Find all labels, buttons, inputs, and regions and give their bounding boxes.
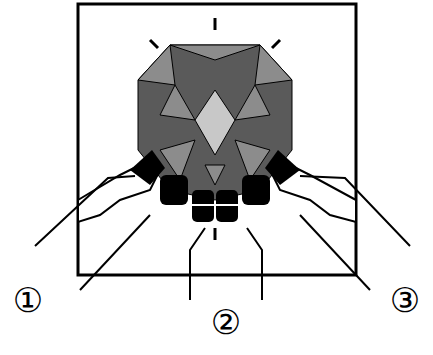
callout-number: ③ (390, 283, 420, 317)
leader-lines (35, 176, 410, 300)
callout-number: ① (13, 283, 43, 317)
callout-number: ② (211, 305, 241, 339)
hand (78, 150, 356, 222)
gem (138, 45, 292, 200)
frame (78, 4, 356, 275)
